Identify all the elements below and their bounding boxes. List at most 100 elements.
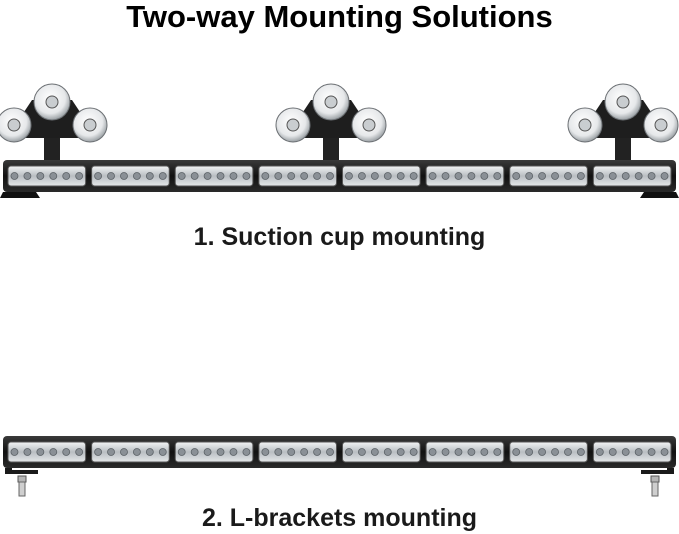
led-module [592,165,672,187]
led [242,448,251,456]
page-title: Two-way Mounting Solutions [126,0,553,34]
led [10,172,19,180]
led [480,172,489,180]
led [660,172,669,180]
led [274,448,283,456]
led [145,172,154,180]
l-bracket-left [5,468,38,497]
suction-cup-light-bar-image [0,83,679,198]
led [23,172,32,180]
led [10,448,19,456]
led [49,448,58,456]
led [75,448,84,456]
led [409,172,418,180]
led [120,172,128,180]
led [621,172,630,180]
led [454,448,463,456]
led-module [509,165,588,187]
led [409,448,418,456]
led [512,172,521,180]
led-module [258,165,337,187]
led-module [425,441,505,463]
led [564,172,572,180]
led [216,172,225,180]
led [203,448,212,456]
led-module [509,441,588,463]
led [62,172,71,180]
led [133,172,141,180]
led [577,448,585,456]
l-bracket-light-bar-image [3,436,676,497]
led [94,172,102,180]
led [512,448,521,456]
led-module [91,165,170,187]
led [313,172,321,180]
light-bar [3,436,676,468]
led [647,172,656,180]
led [229,172,238,180]
led [23,448,32,456]
led [454,172,463,180]
led [190,448,199,456]
led [177,448,186,456]
led-module [425,165,505,187]
led [634,172,643,180]
led [538,172,546,180]
led [62,448,71,456]
suction-mount-right [567,83,679,161]
led [595,448,604,456]
led [216,448,225,456]
led-module [7,441,87,463]
led-module [7,165,87,187]
led [313,448,321,456]
led [49,172,58,180]
led [480,448,489,456]
led [158,172,167,180]
led [190,172,199,180]
led [551,448,559,456]
led [107,448,115,456]
led [326,448,334,456]
led [75,172,84,180]
led [396,448,405,456]
led [441,448,450,456]
led [287,172,296,180]
led [493,172,502,180]
led [564,448,572,456]
led [396,172,405,180]
led [326,172,334,180]
led [595,172,604,180]
led [261,172,270,180]
led-module [91,441,170,463]
led [261,448,270,456]
led-module [342,441,421,463]
led [300,172,309,180]
led [358,448,366,456]
l-bracket-caption: 2. L-brackets mounting [201,504,478,532]
led [621,448,630,456]
led [525,448,534,456]
led [538,448,546,456]
led [229,448,238,456]
led [203,172,212,180]
led [525,172,534,180]
led [158,448,167,456]
led [370,448,379,456]
led [634,448,643,456]
led [383,448,392,456]
led [345,448,353,456]
led [177,172,186,180]
l-bracket-right [641,468,674,497]
led-module [258,441,337,463]
led [441,172,450,180]
led [467,448,476,456]
led [36,172,45,180]
suction-cup-caption: 1. Suction cup mounting [193,223,486,251]
led [551,172,559,180]
led [608,172,617,180]
led [660,448,669,456]
led [133,448,141,456]
suction-mount-left [0,83,108,161]
led [274,172,283,180]
led [107,172,115,180]
